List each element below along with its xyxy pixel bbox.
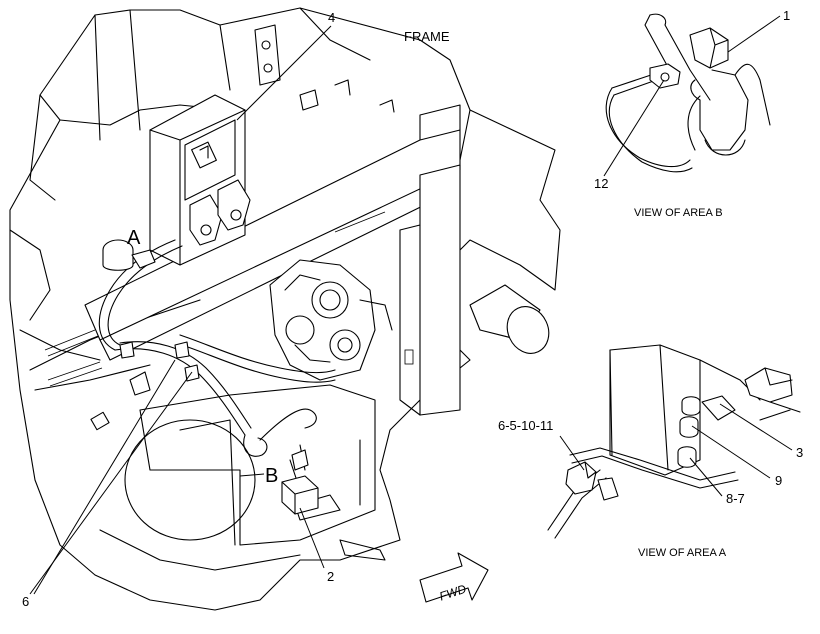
- callout-3: 3: [796, 445, 803, 460]
- leader-8-7: [689, 457, 723, 497]
- leader-4: [236, 25, 332, 121]
- view-area-b: 1 12 VIEW OF AREA B: [594, 8, 790, 219]
- callout-2: 2: [327, 569, 334, 584]
- view-a-caption: VIEW OF AREA A: [638, 547, 727, 559]
- leader-6-5-10-11: [559, 435, 585, 471]
- callout-4: 4: [328, 10, 335, 25]
- wiring-harness: [98, 239, 336, 491]
- area-a-label: A: [127, 227, 141, 249]
- view-area-a: 6-5-10-11 3 9 8-7 VIEW OF AREA A: [498, 344, 803, 559]
- leader-6b: [33, 359, 176, 595]
- view-b-caption: VIEW OF AREA B: [634, 207, 723, 219]
- callout-12: 12: [594, 176, 608, 191]
- leader-1: [727, 15, 781, 53]
- leader-b: [239, 473, 265, 477]
- area-b-clip: [291, 449, 309, 471]
- leader-2: [299, 507, 325, 569]
- leader-9: [691, 425, 771, 479]
- pump-assembly: [269, 259, 393, 381]
- frame-label: FRAME: [404, 29, 450, 44]
- cylinder: [469, 284, 550, 354]
- lower-housing: [90, 371, 386, 571]
- callout-8-7: 8-7: [726, 491, 745, 506]
- callout-6-5-10-11: 6-5-10-11: [498, 418, 553, 433]
- callout-1: 1: [783, 8, 790, 23]
- component-2: [281, 475, 319, 515]
- callout-9: 9: [775, 473, 782, 488]
- leader-6a: [29, 371, 193, 595]
- frame-bracket: [254, 24, 395, 113]
- harness-clips: [119, 341, 200, 382]
- fwd-arrow: FWD: [419, 552, 489, 604]
- leader-12: [603, 79, 665, 177]
- main-assembly-view: 4 FRAME A B 2 6: [9, 7, 561, 611]
- area-a-connector: [102, 239, 156, 271]
- leader-3: [719, 403, 793, 451]
- callout-6: 6: [22, 594, 29, 609]
- relay-box: [149, 94, 251, 266]
- frame-crossbar: [84, 104, 461, 416]
- area-b-label: B: [265, 465, 278, 487]
